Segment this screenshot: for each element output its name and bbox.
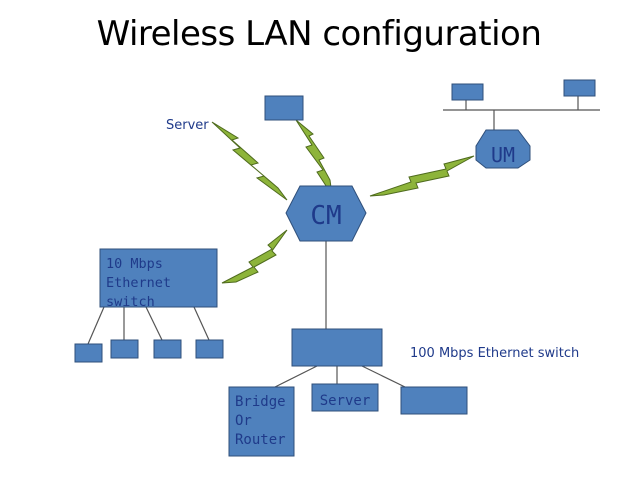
cm-node [285,185,367,242]
server-top-label: Server [166,118,209,133]
wireless-bolt-top-host [295,119,333,196]
bridge-label-line-3: Router [235,432,286,448]
um-label: UM [491,143,515,167]
um-node [475,129,531,169]
wireless-bolt-server [211,121,288,201]
switch10-host-3 [153,339,182,359]
switch100-to-bridge-line [274,365,318,388]
switch10-drop-4 [193,306,210,341]
server-bottom-node [311,383,379,412]
connection-lines [87,96,600,388]
switch100-device [400,386,468,415]
switch10-label-line-1: 10 Mbps [106,256,163,272]
switch10-drop-3 [145,306,163,341]
server-bottom-label: Server [320,393,371,409]
wireless-links [211,119,475,284]
switch100-to-device-line [361,365,406,388]
switch10-host-1 [74,343,103,363]
lan-host-left [451,83,484,101]
wireless-bolt-switch10 [221,229,288,284]
bridge-label-line-2: Or [235,413,252,429]
wireless-bolt-um [369,155,475,197]
slide-title: Wireless LAN configuration [96,14,542,54]
switch100-node [291,328,383,367]
switch10-host-2 [110,339,139,359]
switch10-drop-1 [87,306,105,345]
switch10-label-line-2: Ethernet [106,275,171,291]
bridge-label-line-1: Bridge [235,394,286,410]
bridge-router-node [228,386,295,457]
switch100-label: 100 Mbps Ethernet switch [410,346,579,361]
nodes [74,79,596,457]
lan-host-right [563,79,596,97]
switch10-node [99,248,218,308]
switch10-label-line-3: switch [106,294,155,310]
cm-label: CM [310,201,341,231]
top-host [264,95,304,121]
switch10-host-4 [195,339,224,359]
